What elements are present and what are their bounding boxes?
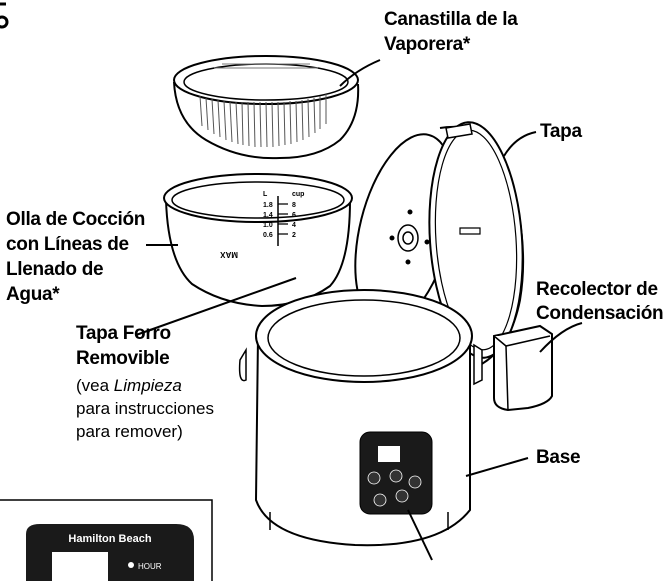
label-cooking-pot-line2: con Líneas de bbox=[6, 234, 129, 255]
pot-mark-right-4: 2 bbox=[292, 232, 296, 239]
control-panel-closeup bbox=[0, 499, 213, 581]
label-lid: Tapa bbox=[540, 121, 582, 142]
pot-mark-right-1: 8 bbox=[292, 202, 296, 209]
label-removable-liner-line2: Removible bbox=[76, 348, 170, 369]
label-condensation-collector-line2: Condensación bbox=[536, 303, 664, 324]
label-steamer-basket-line2: Vaporera* bbox=[384, 34, 471, 55]
label-cleaning-note-line3: para remover) bbox=[76, 422, 183, 441]
steamer-basket-drawing bbox=[173, 55, 360, 160]
pot-mark-right-2: 6 bbox=[292, 212, 296, 219]
page-corner-mark bbox=[0, 2, 9, 29]
base-control-panel bbox=[359, 431, 433, 515]
label-removable-liner-line1: Tapa Forro bbox=[76, 323, 171, 344]
pot-mark-left-4: 0.6 bbox=[263, 232, 273, 239]
closeup-hour-label: HOUR bbox=[138, 562, 162, 571]
pot-mark-right-0: cup bbox=[292, 191, 304, 198]
label-base: Base bbox=[536, 447, 581, 468]
cleaning-note-prefix: (vea bbox=[76, 376, 114, 395]
lid-drawing bbox=[428, 121, 525, 367]
cooking-pot-drawing bbox=[163, 173, 353, 308]
label-cleaning-note-line2: para instrucciones bbox=[76, 399, 214, 418]
pot-max-mark: MAX bbox=[220, 250, 238, 259]
pot-mark-left-1: 1.8 bbox=[263, 202, 273, 209]
label-cleaning-note-line1: (vea Limpieza bbox=[76, 375, 182, 396]
label-cooking-pot-line4: Agua* bbox=[6, 284, 60, 305]
closeup-brand-logo: Hamilton Beach bbox=[68, 533, 151, 545]
label-cooking-pot-line3: Llenado de bbox=[6, 259, 104, 280]
pot-mark-left-3: 1.0 bbox=[263, 222, 273, 229]
pot-mark-right-3: 4 bbox=[292, 222, 296, 229]
label-cooking-pot-line1: Olla de Cocción bbox=[6, 209, 146, 230]
condensation-collector-drawing bbox=[493, 324, 553, 412]
cleaning-note-emphasis: Limpieza bbox=[113, 376, 182, 395]
label-condensation-collector-line1: Recolector de bbox=[536, 279, 658, 300]
leader-lines bbox=[135, 59, 583, 561]
label-steamer-basket-line1: Canastilla de la bbox=[384, 9, 518, 30]
pot-mark-left-2: 1.4 bbox=[263, 212, 273, 219]
pot-mark-left-0: L bbox=[263, 191, 268, 198]
